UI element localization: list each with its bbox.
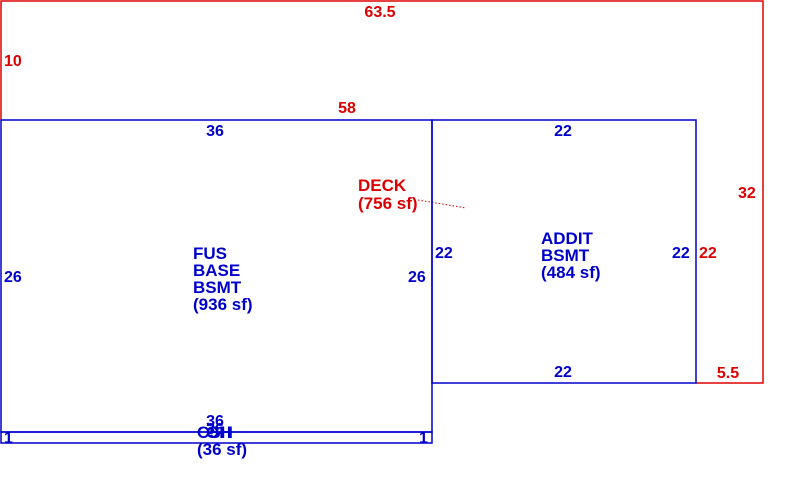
- addit-bsmt-area: 22 22 22 22 ADDIT BSMT (484 sf): [431, 119, 697, 384]
- deck-dim-right: 32: [738, 185, 756, 202]
- addit-dim-top: 22: [554, 123, 572, 140]
- deck-name-label: DECK: [358, 176, 407, 195]
- deck-dim-middle: 58: [338, 100, 356, 117]
- fus-dim-right: 26: [408, 269, 426, 286]
- addit-dim-bottom: 22: [554, 364, 572, 381]
- deck-dim-top: 63.5: [364, 4, 395, 21]
- strip-dim-left: 1: [4, 430, 13, 447]
- fus-name-line-3: BSMT: [193, 278, 242, 297]
- strip-outline: [0, 431, 433, 444]
- addit-bsmt-outline: [431, 119, 697, 384]
- addit-name-line-1: ADDIT: [541, 229, 594, 248]
- deck-area-label: (756 sf): [358, 194, 418, 213]
- deck-dim-inner-right: 22: [699, 245, 717, 262]
- addit-area-label: (484 sf): [541, 263, 601, 282]
- deck-dim-bottom-right: 5.5: [717, 365, 739, 382]
- strip-area-label: (36 sf): [197, 440, 247, 459]
- strip-dim-right: 1: [419, 430, 428, 447]
- fus-name-line-1: FUS: [193, 244, 227, 263]
- fus-dim-bottom: 36: [206, 413, 224, 430]
- strip-name-label-a: CSH: [197, 423, 233, 442]
- strip-name-label-b: OH: [206, 423, 232, 442]
- deck-outline: [0, 0, 764, 384]
- strip-dim-top-overlap: 36: [206, 421, 224, 438]
- fus-dim-left: 26: [4, 269, 22, 286]
- fus-area-label: (936 sf): [193, 295, 253, 314]
- strip-area: 36 1 1 CSH OH (36 sf): [0, 421, 433, 459]
- fus-name-line-2: BASE: [193, 261, 240, 280]
- addit-name-line-2: BSMT: [541, 246, 590, 265]
- fus-dim-top: 36: [206, 123, 224, 140]
- addit-dim-right: 22: [672, 245, 690, 262]
- deck-area: 63.5 10 58 32 22 5.5 DECK (756 sf): [0, 0, 764, 384]
- addit-dim-left: 22: [435, 245, 453, 262]
- deck-dim-left: 10: [4, 53, 22, 70]
- fus-base-bsmt-area: 36 26 26 36 FUS BASE BSMT (936 sf): [0, 119, 433, 433]
- deck-leader-line: [417, 199, 467, 209]
